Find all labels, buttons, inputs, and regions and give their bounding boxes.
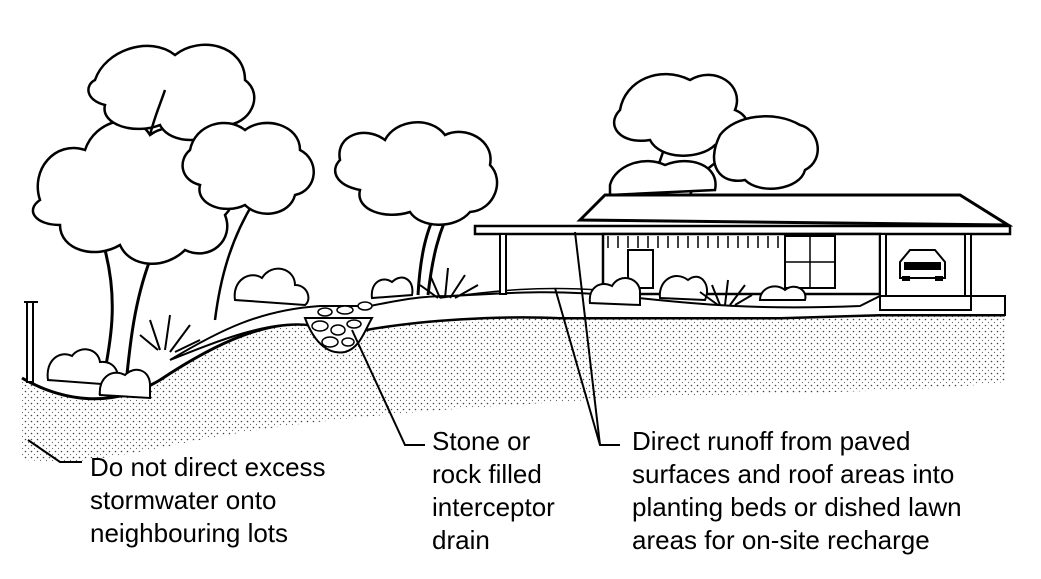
spiky-plant-icon (139, 267, 753, 353)
leader-lines (27, 231, 620, 463)
label-line: Direct runoff from paved (632, 426, 911, 456)
post-icon (24, 301, 38, 383)
car-icon (899, 249, 946, 281)
label-line: Do not direct excess (90, 452, 326, 482)
label-line: stormwater onto (90, 485, 277, 515)
label-line: interceptor (432, 492, 555, 522)
label-line: rock filled (432, 459, 542, 489)
tree-icon (608, 72, 819, 197)
leader-runoff-b (574, 231, 601, 446)
leader-neighbour (27, 439, 82, 463)
leader-drain (351, 329, 425, 446)
label-line: areas for on-site recharge (632, 525, 930, 555)
stone-drain (303, 301, 374, 354)
tree-icon (334, 121, 499, 296)
house (473, 193, 1014, 311)
shrub-icon (46, 267, 807, 400)
label-line: planting beds or dished lawn (632, 492, 962, 522)
neighbour-lots-label: Do not direct excess stormwater onto nei… (90, 451, 326, 550)
runoff-recharge-label: Direct runoff from paved surfaces and ro… (632, 425, 962, 557)
interceptor-drain-label: Stone or rock filled interceptor drain (432, 425, 555, 557)
label-line: neighbouring lots (90, 518, 289, 548)
label-line: Stone or (432, 426, 531, 456)
label-line: surfaces and roof areas into (632, 459, 955, 489)
tree-icon (181, 121, 315, 321)
label-line: drain (432, 525, 490, 555)
tree-icon (31, 43, 256, 396)
